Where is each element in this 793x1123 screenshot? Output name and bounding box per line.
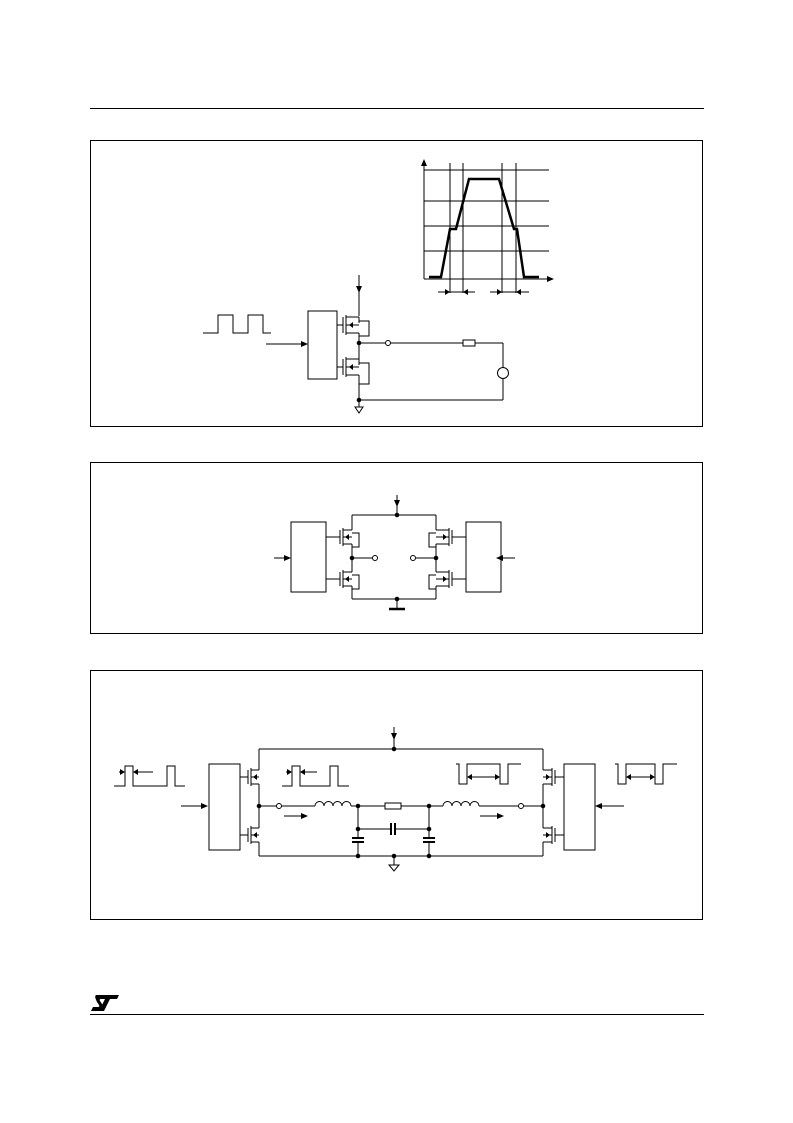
header-rule: [90, 108, 704, 109]
ground-icon: [354, 406, 364, 414]
capacitor-icon: [390, 823, 396, 835]
driver-block-left: [290, 521, 327, 593]
ground-icon: [387, 864, 401, 872]
driver-block: [307, 310, 338, 380]
square-wave-icon: [114, 765, 185, 787]
mosfet-icon: [337, 357, 370, 385]
driver-block-right: [563, 763, 596, 851]
st-logo-icon: [91, 995, 119, 1011]
figure-h-bridge-lc-drawing: [114, 727, 677, 872]
mosfet-icon: [428, 570, 466, 590]
inductor-icon: [314, 801, 352, 807]
figure-h-bridge-lc: [90, 670, 703, 920]
mosfet-icon: [543, 826, 564, 844]
resistor-icon: [384, 802, 402, 810]
mosfet-icon: [326, 528, 360, 548]
figure-h-bridge: [90, 462, 703, 634]
square-wave-icon: [615, 763, 677, 785]
footer-rule: [90, 1014, 704, 1015]
capacitor-icon: [423, 837, 435, 843]
st-logo: [90, 993, 120, 1018]
driver-block-right: [465, 521, 502, 593]
figure-output-stage-drawing: [203, 159, 554, 414]
figure-output-stage: [90, 140, 703, 427]
square-wave-icon: [282, 765, 349, 787]
capacitor-icon: [352, 837, 364, 843]
mosfet-icon: [337, 315, 370, 337]
inductor-icon: [442, 801, 480, 807]
resistor-icon: [462, 339, 476, 347]
square-wave-icon: [203, 314, 271, 334]
mosfet-icon: [240, 826, 259, 844]
square-wave-icon: [456, 763, 521, 785]
figure-h-bridge-drawing: [274, 495, 515, 611]
driver-block-left: [208, 763, 241, 851]
waveform-graph: [421, 159, 554, 295]
source-circle-icon: [497, 367, 509, 379]
mosfet-icon: [543, 768, 564, 786]
mosfet-icon: [240, 768, 259, 786]
mosfet-icon: [428, 528, 466, 548]
mosfet-icon: [326, 570, 360, 590]
